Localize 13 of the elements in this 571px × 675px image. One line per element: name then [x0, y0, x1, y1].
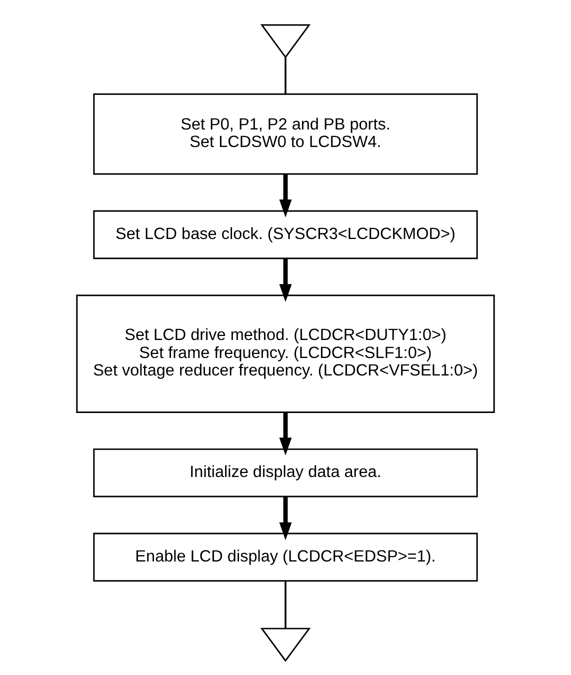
arrow — [279, 258, 292, 302]
node-box: Enable LCD display (LCDCR<EDSP>=1). — [93, 532, 478, 582]
node-triangle — [260, 628, 311, 662]
node-box: Set LCD drive method. (LCDCR<DUTY1:0>) Set frame frequency. (LCDCR<SLF1:0>) Set voltage reducer frequency. (LCDCR<VFSEL1:0>) — [76, 294, 495, 413]
node-box: Initialize display data area. — [93, 448, 478, 498]
connector — [284, 581, 286, 628]
node-box: Set P0, P1, P2 and PB ports. Set LCDSW0 to LCDSW4. — [93, 93, 478, 175]
arrow — [279, 174, 292, 218]
node-box: Set LCD base clock. (SYSCR3<LCDCKMOD>) — [93, 210, 478, 260]
arrow — [279, 496, 292, 540]
arrow — [279, 412, 292, 456]
node-triangle — [260, 24, 311, 58]
connector — [284, 57, 286, 94]
